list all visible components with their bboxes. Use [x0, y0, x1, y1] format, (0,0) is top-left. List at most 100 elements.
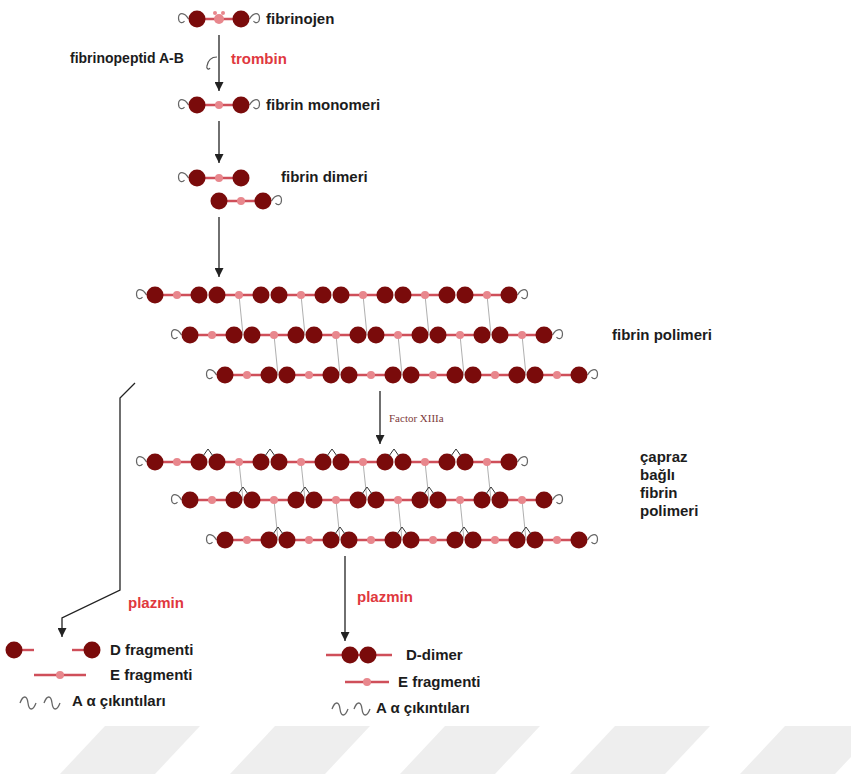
d-domain	[492, 492, 509, 509]
d-domain	[279, 367, 296, 384]
alpha-tail	[207, 370, 217, 379]
d-domain	[233, 170, 250, 187]
e-domain	[363, 678, 371, 686]
alpha-tail	[20, 697, 36, 709]
e-domain	[421, 458, 429, 466]
stage-label: çapraz bağlı fibrin polimeri	[640, 448, 701, 520]
crosslink	[362, 487, 372, 494]
crosslink	[265, 449, 275, 456]
d-domain	[395, 454, 412, 471]
d-domain	[536, 492, 553, 509]
d-domain	[233, 11, 250, 28]
d-domain	[341, 532, 358, 549]
e-domain	[483, 458, 491, 466]
d-domain	[457, 454, 474, 471]
d-domain	[189, 170, 206, 187]
crosslink	[273, 527, 283, 534]
crosslink	[424, 487, 434, 494]
d-domain	[306, 492, 323, 509]
alpha-tail	[207, 535, 217, 544]
e-domain	[367, 371, 375, 379]
stage-label: A α çıkıntıları	[72, 692, 166, 710]
enzyme-label: Factor XIIIa	[387, 409, 446, 427]
d-domain	[536, 327, 553, 344]
fibrinopeptide	[213, 11, 217, 15]
stage-label: fibrin polimeri	[612, 326, 712, 344]
d-domain	[368, 327, 385, 344]
crosslink	[327, 449, 337, 456]
alpha-tail	[588, 370, 598, 379]
e-domain	[421, 291, 429, 299]
e-domain	[553, 536, 561, 544]
d-domain	[360, 647, 377, 664]
d-domain	[377, 287, 394, 304]
e-domain	[518, 331, 526, 339]
e-domain	[332, 331, 340, 339]
alpha-tail	[179, 14, 189, 23]
stripe	[230, 726, 370, 774]
d-domain	[323, 367, 340, 384]
e-domain	[305, 371, 313, 379]
e-domain	[297, 458, 305, 466]
e-domain	[297, 291, 305, 299]
d-domain	[527, 532, 544, 549]
e-domain	[208, 331, 216, 339]
d-domain	[253, 287, 270, 304]
alpha-tail	[588, 535, 598, 544]
d-domain	[457, 287, 474, 304]
fragment-group: D-dimerE fragmentiA α çıkıntıları	[319, 641, 484, 721]
d-domain	[527, 367, 544, 384]
enzyme-label: plazmin	[126, 594, 186, 612]
e-domain	[208, 496, 216, 504]
d-domain	[333, 287, 350, 304]
e-domain	[456, 331, 464, 339]
alpha-tail	[137, 290, 147, 299]
d-domain	[244, 327, 261, 344]
d-domain	[439, 454, 456, 471]
e-domain	[332, 496, 340, 504]
e-domain	[270, 331, 278, 339]
alpha-tail	[332, 703, 348, 715]
d-domain	[474, 327, 491, 344]
e-domain	[359, 291, 367, 299]
d-domain	[430, 492, 447, 509]
alpha-tail	[518, 290, 528, 299]
reaction-arrow	[218, 217, 219, 277]
d-domain	[333, 454, 350, 471]
e-domain	[491, 536, 499, 544]
d-domain	[342, 647, 359, 664]
alpha-tail	[553, 495, 563, 504]
d-domain	[288, 327, 305, 344]
alpha-tail	[179, 100, 189, 109]
d-domain	[279, 532, 296, 549]
d-domain	[182, 492, 199, 509]
d-domain	[509, 367, 526, 384]
d-domain	[209, 287, 226, 304]
d-domain	[189, 97, 206, 114]
d-domain	[233, 97, 250, 114]
d-domain	[341, 367, 358, 384]
e-domain	[243, 536, 251, 544]
monomer-stage: fibrin monomeri	[169, 91, 383, 121]
d-domain	[509, 532, 526, 549]
d-domain	[253, 454, 270, 471]
d-domain	[465, 367, 482, 384]
e-domain	[237, 197, 245, 205]
e-domain	[429, 536, 437, 544]
reaction-arrow	[218, 121, 219, 163]
e-domain	[429, 371, 437, 379]
d-domain	[217, 367, 234, 384]
stage-label: fibrinojen	[266, 10, 334, 28]
d-domain	[323, 532, 340, 549]
d-domain	[189, 11, 206, 28]
d-domain	[191, 454, 208, 471]
d-domain	[412, 492, 429, 509]
d-domain	[315, 287, 332, 304]
stage-label: fibrin monomeri	[266, 96, 380, 114]
e-domain	[394, 331, 402, 339]
d-domain	[377, 454, 394, 471]
alpha-tail	[553, 330, 563, 339]
d-domain	[474, 492, 491, 509]
alpha-tail	[137, 457, 147, 466]
